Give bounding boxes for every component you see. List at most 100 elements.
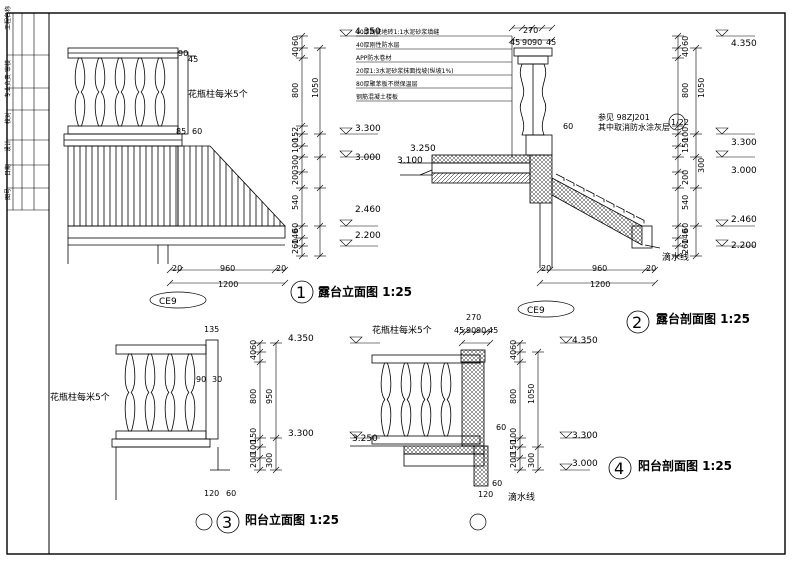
dim-tick (546, 266, 554, 274)
view-number-circle (290, 280, 314, 304)
elev-label: 4.350 (572, 336, 598, 346)
view-number-circle (216, 510, 240, 534)
dim-label: 60 (192, 127, 202, 136)
dim-label: 20 (541, 264, 551, 273)
axis-circle (469, 513, 487, 531)
dim-label: 540 (291, 195, 300, 210)
dim-label: 40 (509, 350, 518, 360)
roof-tile (585, 189, 595, 197)
dim-label: 1050 (527, 384, 536, 404)
dim-label: 140 (681, 229, 690, 244)
baluster (164, 353, 176, 432)
dim-label: 800 (509, 389, 518, 404)
baluster (184, 353, 196, 432)
view-3-balcony-elevation (111, 339, 230, 500)
baluster (420, 362, 432, 437)
baluster (124, 353, 136, 432)
dim-label: 60 (226, 489, 236, 498)
dim-label: 300 (265, 453, 274, 468)
elev-label: 4.350 (288, 334, 314, 344)
drip-label: 滴水线 (662, 251, 689, 263)
view-number: 3 (222, 513, 232, 532)
dim-label: 300 (527, 453, 536, 468)
view-number: 1 (296, 283, 306, 302)
dim-label: 45 (188, 55, 198, 64)
dim-label: 20 (276, 264, 286, 273)
elev-label: 3.300 (288, 429, 314, 439)
roof-tile (555, 173, 565, 181)
roof-tile (565, 178, 575, 187)
dim-label: 260 (681, 239, 690, 254)
dim-label: 1200 (590, 280, 610, 289)
dim-tick (651, 279, 659, 287)
dim-label: 100 (291, 138, 300, 153)
dim-label: 100 (509, 428, 518, 443)
dim-tick (536, 266, 544, 274)
dim-label: 30 (212, 375, 222, 384)
dim-label: 40 (291, 47, 300, 57)
elev-label: 2.200 (355, 231, 381, 241)
dim-label: 45 (454, 326, 464, 335)
drip-label: 滴水线 (508, 491, 535, 503)
title-block (7, 13, 49, 211)
roof-tile (625, 210, 635, 219)
elev-label: 3.300 (572, 431, 598, 441)
title-block-cell: 审核 (4, 60, 12, 72)
level-marker (715, 150, 729, 158)
elev-label: 2.460 (355, 205, 381, 215)
dim-tick (176, 266, 184, 274)
baluster (94, 57, 106, 127)
baluster-note: 花瓶柱每米5个 (372, 324, 432, 336)
dim-tick (538, 24, 546, 32)
dim-label: 135 (204, 325, 219, 334)
elev-label: 3.000 (355, 153, 381, 163)
detail-ref-circle (668, 113, 686, 131)
baluster (144, 353, 156, 432)
dim-tick (458, 328, 466, 336)
view-2-terrace-section (400, 47, 661, 268)
elev-label: 3.250 (352, 434, 378, 444)
roof-tile (595, 194, 605, 203)
title-block-cell: 设计 (4, 140, 12, 152)
view-number: 2 (632, 313, 642, 332)
dim-tick (472, 328, 480, 336)
level-marker (339, 219, 353, 227)
baluster (114, 57, 126, 127)
dim-label: 60 (291, 223, 300, 233)
elev-label: 3.300 (731, 138, 757, 148)
level-marker (559, 463, 573, 471)
dim-label: 20 (646, 264, 656, 273)
roof-tile (605, 200, 615, 208)
dim-label: 800 (291, 83, 300, 98)
layer-note: 20厚1:3水泥砂浆抹面找坡(纵坡1%) (356, 67, 454, 75)
dim-label: 90 (522, 38, 532, 47)
dim-tick (536, 279, 544, 287)
dim-tick (651, 266, 659, 274)
dim-label: 200 (291, 170, 300, 185)
elev-label: 3.100 (397, 156, 423, 166)
dim-label: 60 (563, 122, 573, 131)
view-1-terrace-elevation (63, 47, 286, 264)
dim-label: 40 (249, 350, 258, 360)
ref-label: CE9 (527, 306, 545, 316)
title-block-cell: 校对 (4, 112, 12, 124)
dim-label: 300 (291, 155, 300, 170)
dim-tick (166, 266, 174, 274)
dim-tick (166, 279, 174, 287)
level-marker (715, 127, 729, 135)
dim-label: 90 (178, 49, 188, 58)
level-marker (339, 29, 353, 37)
level-marker (339, 150, 353, 158)
dim-label: 45 (510, 38, 520, 47)
dim-label: 150 (681, 138, 690, 153)
dim-label: 800 (249, 389, 258, 404)
elev-label: 3.000 (572, 459, 598, 469)
view-number-circle (608, 456, 632, 480)
dim-label: 120 (204, 489, 219, 498)
dim-tick (281, 279, 289, 287)
ref-ellipse (517, 300, 575, 318)
level-marker (559, 336, 573, 344)
layer-note: 80厚聚苯板不燃保温层 (356, 80, 418, 88)
level-marker (715, 219, 729, 227)
level-marker (715, 239, 729, 247)
